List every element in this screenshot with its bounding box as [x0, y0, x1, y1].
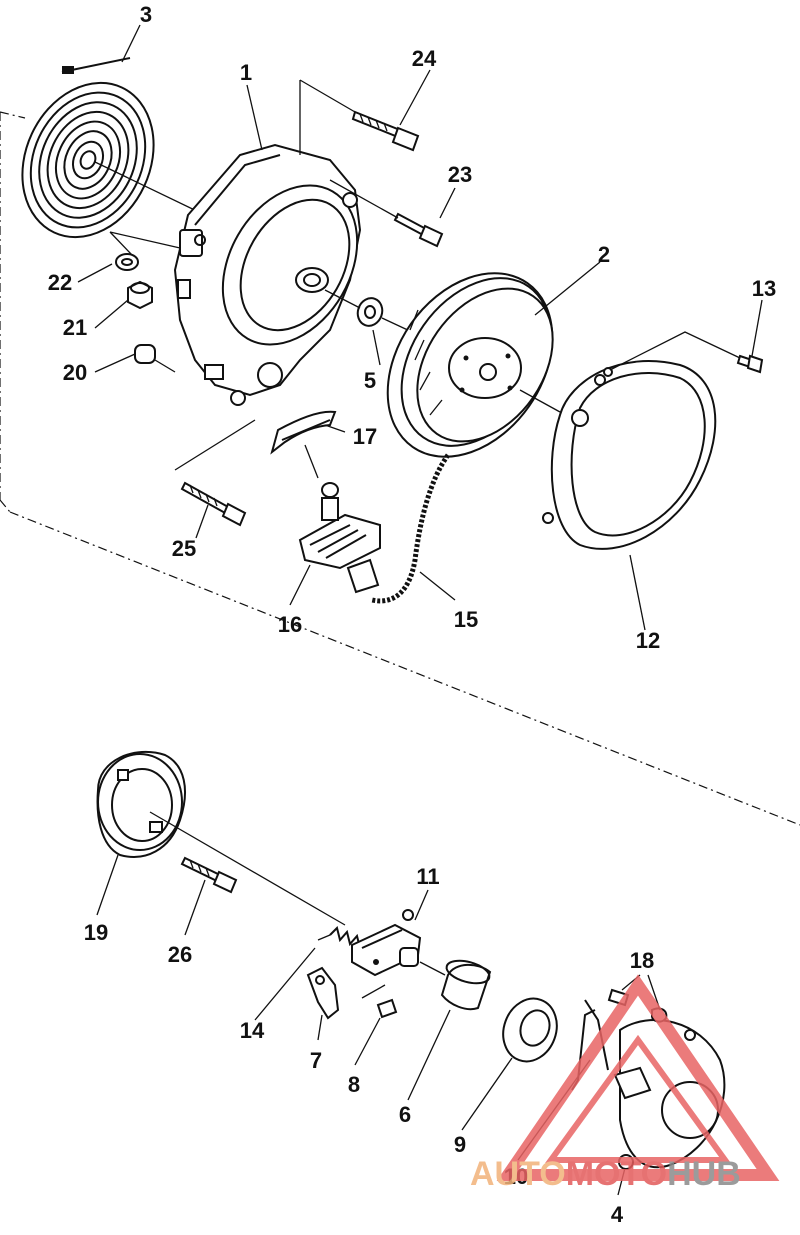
label-part-25: 25	[172, 536, 196, 561]
label-part-16: 16	[278, 612, 302, 637]
ring-9	[502, 997, 558, 1063]
label-part-22: 22	[48, 270, 72, 295]
leader-spring-axis	[94, 161, 206, 216]
nut-21	[127, 280, 153, 310]
bushing-20	[134, 344, 156, 364]
label-part-14: 14	[240, 1018, 265, 1043]
label-part-21: 21	[63, 315, 87, 340]
label-part-7: 7	[310, 1048, 322, 1073]
label-part-24: 24	[412, 46, 437, 71]
label-part-13: 13	[752, 276, 776, 301]
watermark-logo: AUTOMOTOHUB	[470, 974, 780, 1193]
watermark-triangle-outer	[496, 974, 780, 1181]
bolt-13	[736, 354, 764, 374]
leader-pad-axis	[304, 444, 319, 479]
watermark-text-moto: MOTO	[566, 1155, 667, 1193]
leader-bolt-24	[299, 79, 356, 155]
bolt-26	[180, 856, 238, 894]
leader-bolt-23	[329, 179, 399, 219]
label-part-18: 18	[630, 948, 654, 973]
callout-leaders	[77, 24, 763, 1196]
leader-washer-22	[109, 231, 181, 256]
pad-17	[270, 410, 337, 455]
part-number-labels: 1 2 3 4 5 6 7 8 9 10 11 12 13 14 15 16 1…	[48, 2, 776, 1227]
bushing-6	[440, 959, 492, 1011]
bolt-25	[180, 481, 247, 527]
label-part-2: 2	[598, 242, 610, 267]
watermark-text: AUTOMOTOHUB	[470, 1155, 741, 1193]
label-part-19: 19	[84, 920, 108, 945]
label-part-3: 3	[140, 2, 152, 27]
label-part-11: 11	[416, 864, 439, 889]
starter-handle	[298, 482, 381, 594]
pawl-7	[306, 966, 340, 1020]
label-part-23: 23	[448, 162, 472, 187]
washer-22	[115, 253, 139, 271]
label-part-6: 6	[399, 1102, 411, 1127]
leader-cover-axis	[519, 389, 561, 413]
leader-bolt-25	[174, 419, 256, 471]
assembly-frame-lines	[0, 111, 800, 826]
leader-bushing-20	[154, 359, 176, 373]
leader-bushing-6	[419, 961, 446, 976]
label-part-5: 5	[364, 368, 376, 393]
screw-8	[376, 998, 398, 1019]
label-part-8: 8	[348, 1072, 360, 1097]
watermark-text-hub: HUB	[667, 1155, 741, 1193]
label-part-17: 17	[353, 424, 377, 449]
recoil-spring	[21, 57, 155, 239]
label-part-15: 15	[454, 607, 478, 632]
bolt-24	[351, 110, 420, 152]
label-part-9: 9	[454, 1132, 466, 1157]
friction-cup	[96, 750, 186, 858]
label-part-26: 26	[168, 942, 192, 967]
label-part-1: 1	[240, 60, 252, 85]
bushing-5	[356, 297, 384, 327]
watermark-triangle-inner	[545, 1034, 731, 1163]
rope-pulley	[386, 272, 554, 458]
ratchet-11	[351, 909, 422, 977]
label-part-4: 4	[611, 1202, 624, 1227]
leader-axis-5	[324, 289, 361, 309]
spring-14	[317, 926, 361, 949]
bolt-23	[393, 212, 444, 248]
starter-cover	[542, 360, 717, 550]
leader-bolt-13	[609, 331, 741, 371]
starter-housing	[173, 143, 362, 406]
label-part-20: 20	[63, 360, 87, 385]
leader-cup-axis	[149, 811, 346, 926]
leader-screw-8	[361, 984, 386, 999]
label-part-12: 12	[636, 628, 660, 653]
starter-rope	[371, 453, 451, 604]
watermark-text-auto: AUTO	[470, 1155, 566, 1193]
